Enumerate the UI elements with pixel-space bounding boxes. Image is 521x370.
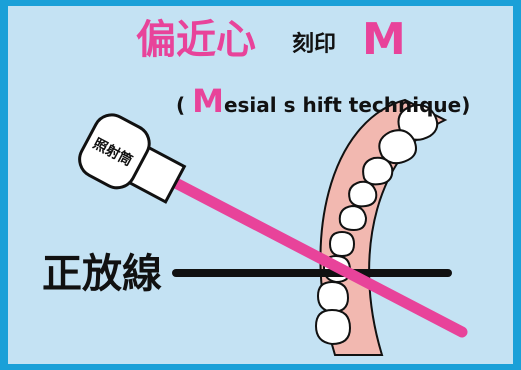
xray-tube: 照射筒 <box>78 113 151 190</box>
incisor-4 <box>314 308 352 346</box>
subtitle-rest: esial s hift technique) <box>223 93 471 117</box>
premolar-2 <box>348 180 378 208</box>
subtitle: ( Mesial s hift technique) <box>176 85 471 120</box>
xray-beam-line <box>164 174 468 338</box>
subtitle-letter: M <box>192 82 224 120</box>
molar-2 <box>378 129 417 165</box>
orthoradial-label: 正放線 <box>42 251 162 297</box>
title-small: 刻印 <box>292 32 337 57</box>
figure-panel <box>8 6 513 364</box>
subtitle-open-paren: ( <box>176 93 186 117</box>
incisor-1 <box>328 230 356 258</box>
title-letter: M <box>362 14 406 65</box>
molar-1 <box>397 104 439 141</box>
premolar-1 <box>362 156 394 186</box>
canine <box>338 204 368 232</box>
incisor-3 <box>316 280 350 314</box>
title-main: 偏近心 <box>136 17 256 63</box>
